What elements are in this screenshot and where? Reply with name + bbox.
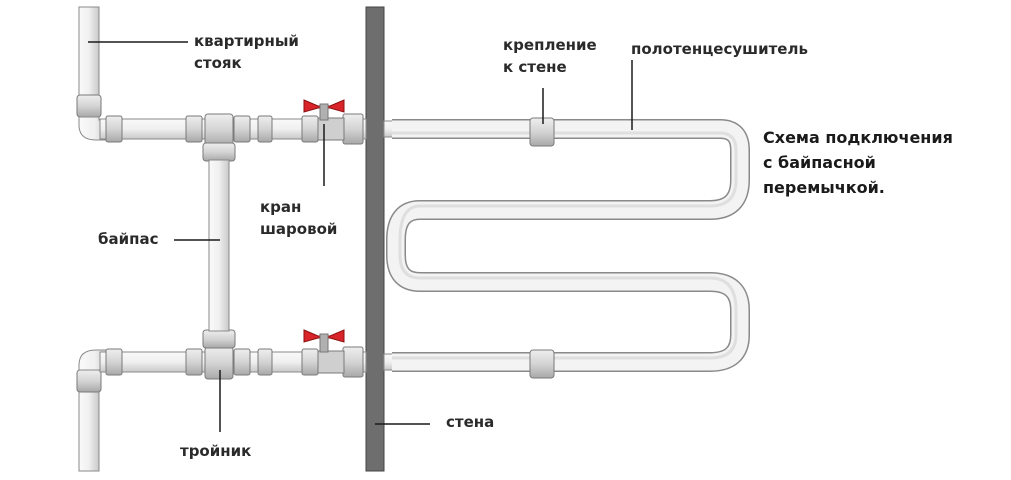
wall-label: стена [446, 413, 495, 431]
leader-lines [88, 41, 633, 432]
caption-line1: Схема подключения [763, 128, 953, 147]
caption-line2: с байпасной [763, 153, 876, 172]
riser-pipe [76, 6, 111, 472]
bypass-label: байпас [98, 230, 159, 248]
bottom-tee [202, 329, 236, 380]
bottom-ball-valve [303, 329, 345, 353]
diagram-caption: Схема подключения с байпасной перемычкой… [763, 125, 953, 200]
wall-mount-bottom [529, 349, 555, 379]
riser-label-line2: стояк [194, 54, 242, 72]
top-ball-valve [303, 99, 345, 121]
riser-label: квартирный стояк [194, 30, 299, 74]
wall [365, 6, 385, 472]
mount-label: крепление к стене [503, 34, 597, 78]
riser-label-line1: квартирный [194, 32, 299, 50]
towel-dryer-label: полотенцесушитель [631, 40, 808, 58]
top-tee [202, 113, 236, 162]
bypass-pipe [208, 159, 230, 332]
tee-label: тройник [180, 442, 252, 460]
mount-label-line1: крепление [503, 36, 597, 54]
valve-label-line2: шаровой [260, 220, 338, 238]
valve-label-line1: кран [260, 198, 302, 216]
wall-mount-top [529, 117, 555, 147]
caption-line3: перемычкой. [763, 178, 885, 197]
mount-label-line2: к стене [503, 58, 567, 76]
valve-label: кран шаровой [260, 196, 337, 240]
towel-dryer-coil [386, 119, 750, 372]
